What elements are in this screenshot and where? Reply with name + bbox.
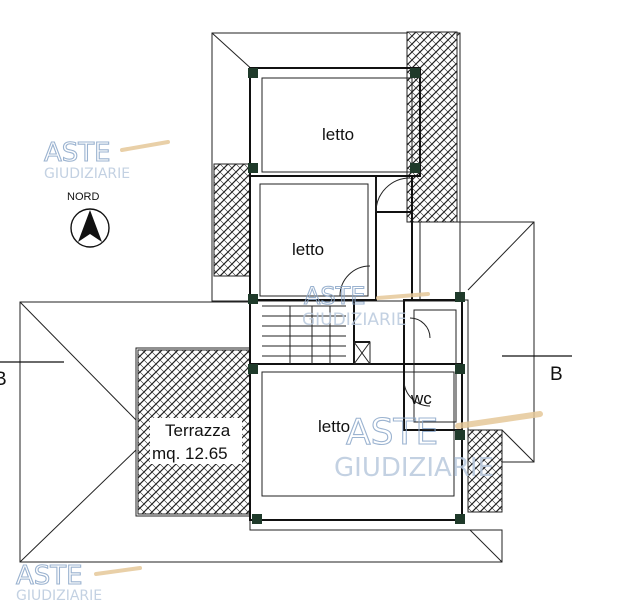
walls <box>249 67 463 521</box>
watermark-giudiziarie: GIUDIZIARIE <box>334 453 494 483</box>
watermark-top-left: ASTE GIUDIZIARIE <box>43 137 170 182</box>
section-marker-right: B <box>550 364 563 385</box>
watermark-bottom-left: ASTE GIUDIZIARIE <box>15 560 142 600</box>
hatched-roof-bottom-right <box>467 429 503 513</box>
hatched-roof-left <box>213 163 251 277</box>
hatched-roof-top-right <box>406 31 458 223</box>
section-marker-left: B <box>0 369 7 390</box>
room-label-bedroom-middle: letto <box>292 240 324 259</box>
north-label: NORD <box>67 191 99 203</box>
structural-pillars <box>248 68 465 524</box>
watermark-giudiziarie: GIUDIZIARIE <box>44 166 130 182</box>
watermark-aste: ASTE <box>44 138 111 168</box>
watermark-bottom-right: ASTE GIUDIZIARIE <box>334 411 543 483</box>
terrace-label: Terrazza <box>165 421 231 440</box>
watermark-aste: ASTE <box>304 282 365 310</box>
gavel-icon <box>120 140 170 152</box>
gavel-icon <box>94 566 142 576</box>
room-label-wc: wc <box>410 389 432 408</box>
watermark-giudiziarie: GIUDIZIARIE <box>16 588 102 600</box>
door-swings <box>339 177 431 407</box>
room-label-bedroom-top: letto <box>322 125 354 144</box>
north-arrow: NORD <box>67 191 110 248</box>
gavel-icon <box>376 292 430 300</box>
north-arrow-icon <box>78 210 102 242</box>
terrace-area: mq. 12.65 <box>152 444 228 463</box>
terrace-label-backdrop <box>150 418 242 464</box>
gavel-icon <box>455 411 543 429</box>
watermark-aste: ASTE <box>16 561 83 591</box>
staircase <box>262 305 346 364</box>
watermark-giudiziarie: GIUDIZIARIE <box>302 310 407 330</box>
watermark-center: ASTE GIUDIZIARIE <box>302 281 430 330</box>
watermark-aste: ASTE <box>346 412 438 453</box>
room-label-bedroom-bottom: letto <box>318 417 350 436</box>
